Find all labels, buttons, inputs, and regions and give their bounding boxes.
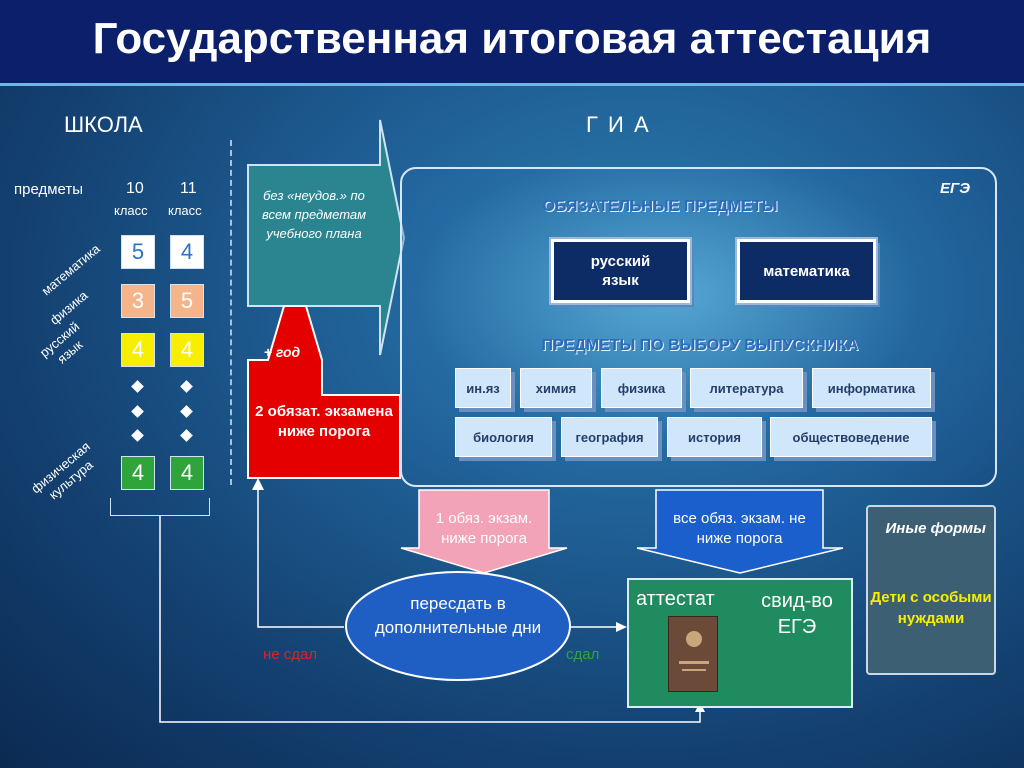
optional-subjects-title: ПРЕДМЕТЫ ПО ВЫБОРУ ВЫПУСКНИКА [541, 337, 859, 354]
emblem-icon [686, 631, 702, 647]
grade-pe-11: 4 [170, 456, 204, 490]
optional-subject-box: география [561, 417, 658, 457]
document-line-icon [682, 669, 706, 671]
all-pass-text: все обяз. экзам. не ниже порога [673, 510, 806, 547]
required-math-box: математика [735, 237, 878, 305]
grade10-number: 10 [126, 180, 144, 197]
optional-subject-box: ин.яз [455, 368, 511, 408]
attestat-document-icon [668, 616, 718, 692]
one-fail-arrow [400, 489, 568, 574]
ege-certificate-line2: ЕГЭ [777, 616, 817, 638]
school-gia-divider [230, 140, 232, 485]
grade-math-11: 4 [170, 235, 204, 269]
optional-subject-box: история [667, 417, 762, 457]
required-russian-line2: язык [602, 272, 639, 289]
one-fail-text: 1 обяз. экзам. ниже порога [435, 510, 533, 547]
ege-certificate-line1: свид-во [761, 590, 833, 612]
optional-subject-box: информатика [812, 368, 931, 408]
two-fail-arrow [247, 305, 401, 479]
plus-year-label: + год [263, 344, 301, 360]
certificate-box [627, 578, 853, 708]
optional-subject-box: химия [520, 368, 592, 408]
grade-physics-11: 5 [170, 284, 204, 318]
ege-certificate-label: свид-во ЕГЭ [742, 588, 852, 640]
page-title: Государственная итоговая аттестация [92, 14, 932, 63]
optional-subject-box: физика [601, 368, 682, 408]
title-bar [0, 0, 1024, 86]
school-heading: ШКОЛА [64, 112, 143, 137]
grade-pe-10: 4 [121, 456, 155, 490]
not-passed-label: не сдал [263, 646, 318, 663]
other-forms-title: Иные формы [885, 520, 986, 537]
grade-math-10: 5 [121, 235, 155, 269]
grade-russian-11: 4 [170, 333, 204, 367]
gia-heading: Г И А [586, 112, 651, 137]
no-fails-arrow [247, 119, 406, 356]
retake-text: пересдать в дополнительные дни [374, 594, 542, 637]
required-russian-line1: русский [590, 253, 651, 270]
ege-label: ЕГЭ [940, 180, 970, 197]
grade10-class-label: класс [114, 203, 148, 218]
two-fail-text: 2 обязат. экзамена ниже порога [255, 403, 393, 440]
grade-physics-10: 3 [121, 284, 155, 318]
optional-subject-box: обществоведение [770, 417, 932, 457]
retake-ellipse [345, 571, 571, 681]
subjects-label: предметы [14, 181, 84, 198]
passed-label: сдал [566, 646, 600, 663]
other-forms-box [866, 505, 996, 675]
special-needs-text: Дети с особыми нуждами [870, 589, 992, 627]
optional-subject-box: литература [690, 368, 803, 408]
grade-russian-10: 4 [121, 333, 155, 367]
all-pass-arrow [636, 489, 844, 574]
no-fails-text: без «неудов.» по всем предметам учебного… [261, 188, 367, 241]
optional-subject-box: биология [455, 417, 552, 457]
required-subjects-title: ОБЯЗАТЕЛЬНЫЕ ПРЕДМЕТЫ [542, 198, 778, 215]
document-line-icon [679, 661, 709, 664]
required-russian-box: русский язык [549, 237, 692, 305]
grade11-class-label: класс [168, 203, 202, 218]
attestat-label: аттестат [636, 588, 715, 610]
grades-bracket [110, 498, 210, 516]
grade11-number: 11 [180, 180, 197, 197]
